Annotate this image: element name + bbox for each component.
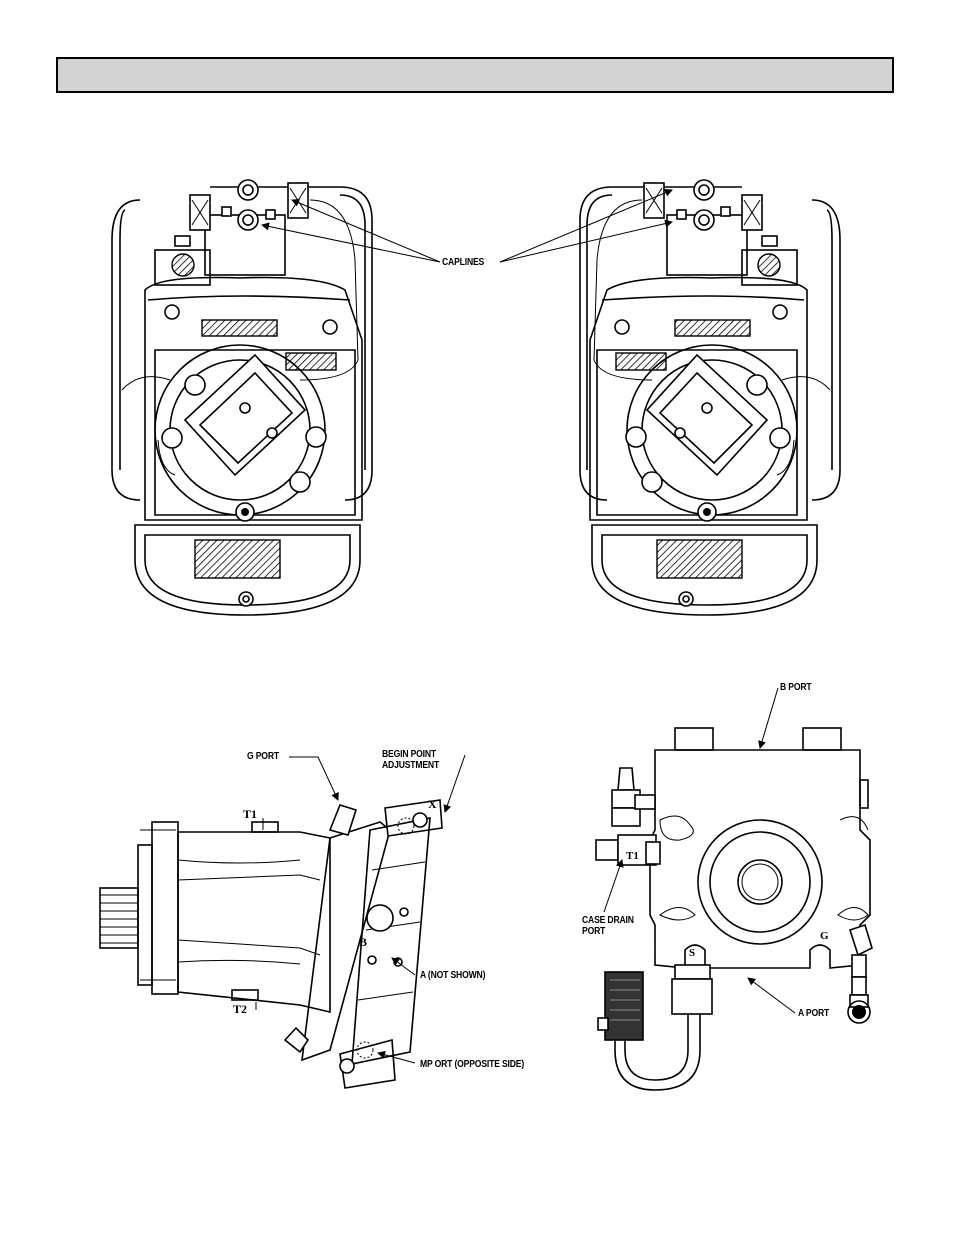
mp-port-label: MP ORT (OPPOSITE SIDE) — [420, 1059, 525, 1070]
t1-side-mark: T1 — [243, 807, 258, 821]
x-port-mark: X — [428, 797, 437, 811]
g-front-mark: G — [820, 930, 829, 942]
caplines-leaders — [261, 189, 673, 263]
motor-front-view — [595, 687, 873, 1091]
t1-front-mark: T1 — [626, 850, 639, 862]
case-drain-label-line2: PORT — [582, 926, 606, 937]
a-not-shown-label: A (NOT SHOWN) — [420, 970, 486, 981]
case-drain-label-line1: CASE DRAIN — [582, 915, 634, 926]
b-side-mark: B — [359, 935, 368, 949]
motor-rear-view-left — [111, 179, 373, 616]
g-port-label: G PORT — [247, 751, 279, 762]
begin-point-label-line1: BEGIN POINT — [382, 749, 437, 760]
motor-side-view — [99, 754, 466, 1089]
motor-rear-view-right — [579, 179, 841, 616]
a-port-label: A PORT — [798, 1008, 830, 1019]
b-port-label: B PORT — [780, 682, 812, 693]
begin-point-label-line2: ADJUSTMENT — [382, 760, 440, 771]
t2-side-mark: T2 — [233, 1002, 248, 1016]
s-front-mark: S — [689, 947, 696, 959]
section-header-bar — [56, 57, 894, 93]
caplines-label: CAPLINES — [442, 257, 485, 268]
